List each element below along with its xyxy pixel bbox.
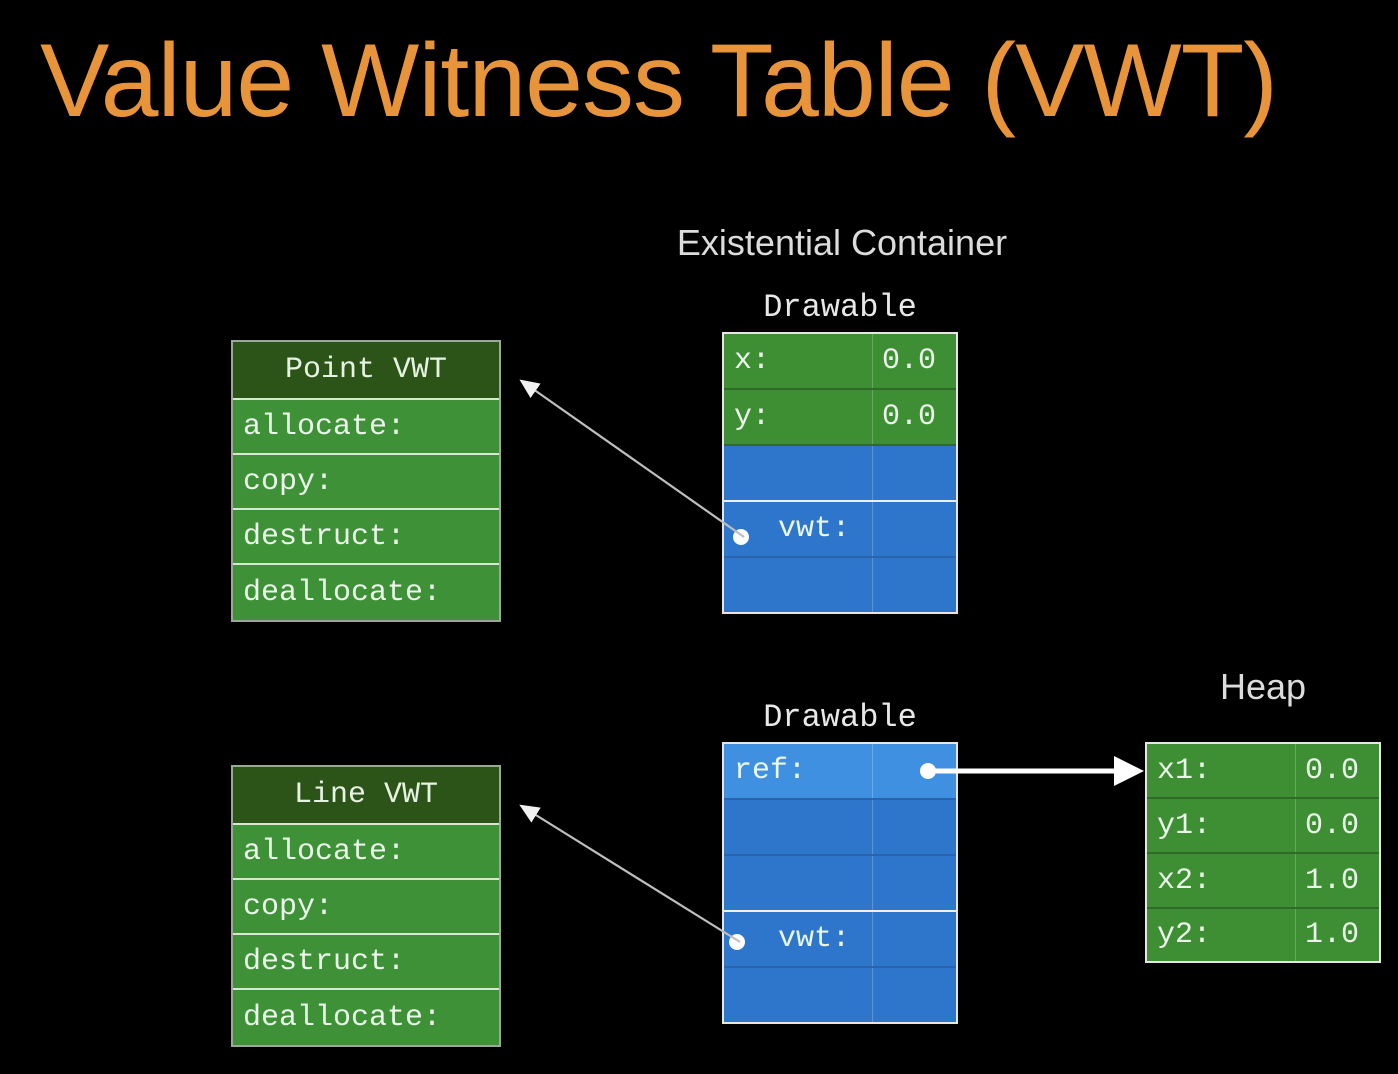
line-vwt-table: Line VWT allocate: copy: destruct: deall… — [231, 765, 501, 1047]
point-vwt-deallocate-label: deallocate: — [243, 575, 442, 610]
line-vwt-destruct-label: destruct: — [243, 944, 406, 979]
arrow-bottom-vwt-to-line-vwt — [519, 804, 741, 943]
heap-x1-key: x1: — [1157, 753, 1212, 788]
point-vwt-copy-label: copy: — [243, 464, 334, 499]
point-vwt-row-deallocate: deallocate: — [233, 565, 499, 620]
heap-y1-key: y1: — [1157, 808, 1212, 843]
line-vwt-row-allocate: allocate: — [233, 825, 499, 880]
container-bottom-row-vwt: vwt: — [724, 912, 956, 968]
column-divider — [1295, 799, 1296, 852]
heap-y2-key: y2: — [1157, 918, 1212, 952]
container-top-vwt-pointer-dot — [733, 529, 749, 545]
drawable-caption-top: Drawable — [763, 289, 917, 326]
heap-row-x1: x1: 0.0 — [1147, 744, 1379, 799]
column-divider — [872, 502, 873, 556]
column-divider — [872, 390, 873, 444]
container-top-row-vwt: vwt: — [724, 502, 956, 558]
point-vwt-table: Point VWT allocate: copy: destruct: deal… — [231, 340, 501, 622]
heap-row-y1: y1: 0.0 — [1147, 799, 1379, 854]
drawable-caption-bottom: Drawable — [763, 699, 917, 736]
container-bottom-vwt-key: vwt: — [778, 922, 851, 956]
column-divider — [872, 446, 873, 500]
heap-caption: Heap — [1219, 666, 1307, 707]
point-vwt-header: Point VWT — [233, 342, 499, 400]
container-top-y-value: 0.0 — [881, 400, 936, 434]
line-vwt-row-destruct: destruct: — [233, 935, 499, 990]
column-divider — [1295, 744, 1296, 797]
line-vwt-header: Line VWT — [233, 767, 499, 825]
column-divider — [872, 744, 873, 798]
point-vwt-row-allocate: allocate: — [233, 400, 499, 455]
point-vwt-row-destruct: destruct: — [233, 510, 499, 565]
container-top-x-key: x: — [734, 344, 771, 378]
container-top-vwt-key: vwt: — [778, 512, 851, 546]
point-vwt-row-copy: copy: — [233, 455, 499, 510]
column-divider — [872, 856, 873, 910]
container-top-row-x: x: 0.0 — [724, 334, 956, 390]
heap-y1-value: 0.0 — [1304, 808, 1359, 843]
container-bottom-row-ref: ref: — [724, 744, 956, 800]
existential-container-top: x: 0.0 y: 0.0 vwt: — [722, 332, 958, 614]
heap-row-y2: y2: 1.0 — [1147, 909, 1379, 961]
existential-container-bottom: ref: vwt: — [722, 742, 958, 1024]
column-divider — [1295, 854, 1296, 907]
page-title: Value Witness Table (VWT) — [40, 23, 1278, 139]
container-top-x-value: 0.0 — [881, 344, 936, 378]
container-bottom-ref-key: ref: — [734, 754, 807, 788]
column-divider — [1295, 909, 1296, 961]
container-top-row-empty-1 — [724, 446, 956, 502]
point-vwt-allocate-label: allocate: — [243, 409, 406, 444]
heap-x2-key: x2: — [1157, 863, 1212, 898]
heap-x2-value: 1.0 — [1304, 863, 1359, 898]
line-vwt-deallocate-label: deallocate: — [243, 1000, 442, 1035]
container-bottom-vwt-pointer-dot — [729, 934, 745, 950]
container-top-row-y: y: 0.0 — [724, 390, 956, 446]
container-top-row-empty-2 — [724, 558, 956, 612]
point-vwt-destruct-label: destruct: — [243, 519, 406, 554]
container-bottom-ref-pointer-dot — [920, 763, 936, 779]
heap-x1-value: 0.0 — [1304, 753, 1359, 788]
line-vwt-row-deallocate: deallocate: — [233, 990, 499, 1045]
line-vwt-header-label: Line VWT — [293, 778, 439, 812]
container-bottom-row-empty-2 — [724, 856, 956, 912]
heap-row-x2: x2: 1.0 — [1147, 854, 1379, 909]
container-bottom-row-empty-1 — [724, 800, 956, 856]
column-divider — [872, 558, 873, 612]
line-vwt-allocate-label: allocate: — [243, 834, 406, 869]
heap-y2-value: 1.0 — [1304, 918, 1359, 952]
heap-table: x1: 0.0 y1: 0.0 x2: 1.0 y2: 1.0 — [1145, 742, 1381, 963]
line-vwt-row-copy: copy: — [233, 880, 499, 935]
existential-container-caption: Existential Container — [676, 222, 1008, 263]
arrow-top-vwt-to-point-vwt — [519, 379, 745, 538]
column-divider — [872, 800, 873, 854]
container-bottom-row-empty-3 — [724, 968, 956, 1022]
column-divider — [872, 968, 873, 1022]
line-vwt-copy-label: copy: — [243, 889, 334, 924]
container-top-y-key: y: — [734, 400, 771, 434]
column-divider — [872, 334, 873, 388]
column-divider — [872, 912, 873, 966]
point-vwt-header-label: Point VWT — [284, 353, 448, 387]
